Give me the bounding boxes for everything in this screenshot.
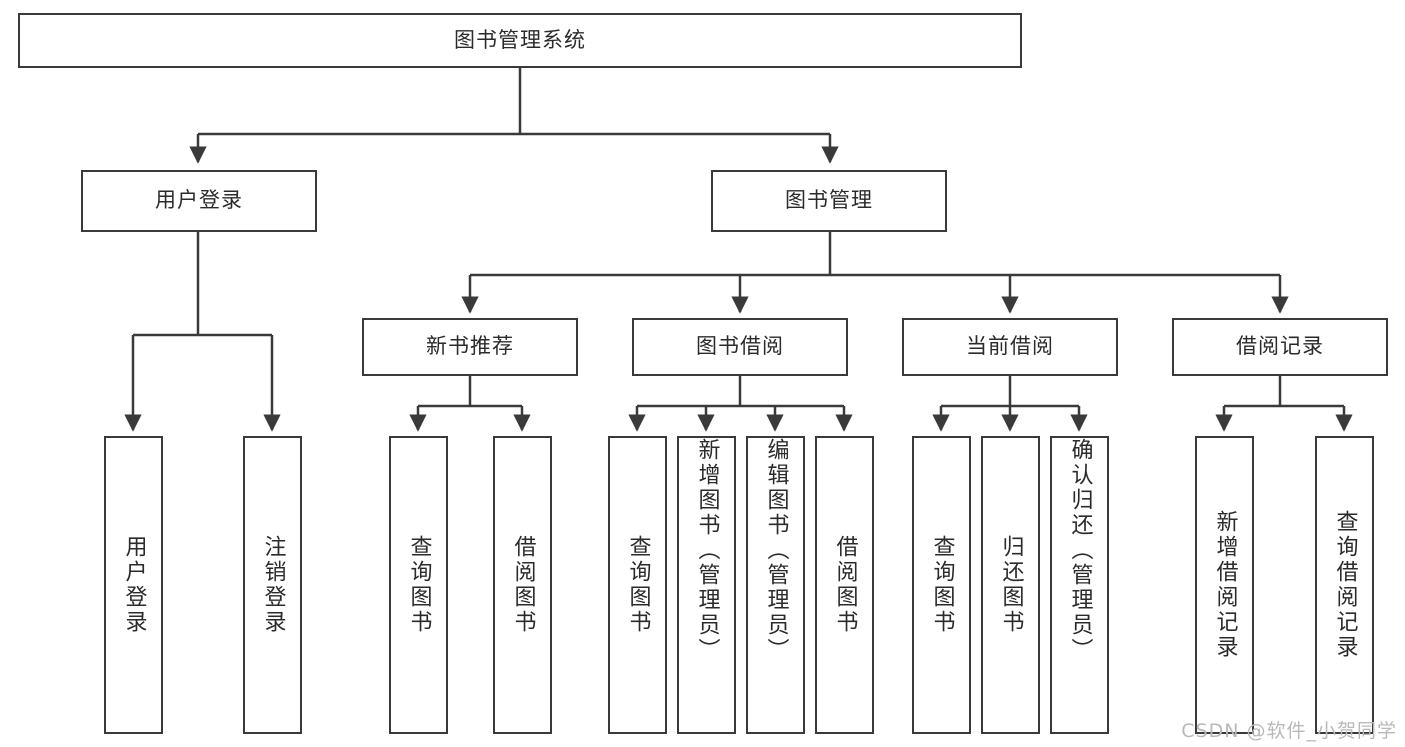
leaf-label: 新增借阅记录 bbox=[1212, 510, 1238, 660]
node-label: 图书管理 bbox=[785, 188, 873, 213]
leaf-borrow-borrow-book[interactable]: 借阅图书 bbox=[815, 436, 874, 734]
leaf-record-query-record[interactable]: 查询借阅记录 bbox=[1315, 436, 1374, 734]
leaf-current-confirm-return[interactable]: 确认归还（管理员） bbox=[1050, 436, 1109, 734]
node-root-system[interactable]: 图书管理系统 bbox=[18, 13, 1022, 68]
leaf-label: 查询图书 bbox=[625, 535, 651, 635]
leaf-label: 查询借阅记录 bbox=[1332, 510, 1358, 660]
node-label: 用户登录 bbox=[155, 188, 243, 213]
leaf-label: 查询图书 bbox=[406, 535, 432, 635]
leaf-recommend-borrow-book[interactable]: 借阅图书 bbox=[493, 436, 552, 734]
leaf-label: 新增图书（管理员） bbox=[694, 438, 720, 663]
node-new-book-recommend[interactable]: 新书推荐 bbox=[362, 318, 578, 376]
leaf-label: 注销登录 bbox=[260, 535, 286, 635]
node-book-borrow[interactable]: 图书借阅 bbox=[632, 318, 848, 376]
node-label: 图书管理系统 bbox=[454, 27, 586, 52]
node-label: 当前借阅 bbox=[966, 334, 1054, 359]
csdn-watermark: CSDN @软件_小贺同学 bbox=[1181, 720, 1397, 742]
leaf-record-add-record[interactable]: 新增借阅记录 bbox=[1195, 436, 1254, 734]
node-current-borrow[interactable]: 当前借阅 bbox=[902, 318, 1118, 376]
leaf-current-return-book[interactable]: 归还图书 bbox=[981, 436, 1040, 734]
leaf-borrow-add-book[interactable]: 新增图书（管理员） bbox=[677, 436, 736, 734]
leaf-recommend-query-book[interactable]: 查询图书 bbox=[389, 436, 448, 734]
leaf-label: 查询图书 bbox=[929, 535, 955, 635]
node-label: 借阅记录 bbox=[1236, 334, 1324, 359]
node-borrow-record[interactable]: 借阅记录 bbox=[1172, 318, 1388, 376]
leaf-current-query-book[interactable]: 查询图书 bbox=[912, 436, 971, 734]
leaf-label: 确认归还（管理员） bbox=[1067, 438, 1093, 663]
node-label: 新书推荐 bbox=[426, 334, 514, 359]
leaf-user-login-logout[interactable]: 注销登录 bbox=[243, 436, 302, 734]
leaf-label: 归还图书 bbox=[998, 535, 1024, 635]
node-label: 图书借阅 bbox=[696, 334, 784, 359]
leaf-label: 用户登录 bbox=[121, 535, 147, 635]
leaf-borrow-query-book[interactable]: 查询图书 bbox=[608, 436, 667, 734]
leaf-borrow-edit-book[interactable]: 编辑图书（管理员） bbox=[746, 436, 805, 734]
leaf-label: 借阅图书 bbox=[510, 535, 536, 635]
node-user-login[interactable]: 用户登录 bbox=[81, 170, 317, 232]
leaf-label: 借阅图书 bbox=[832, 535, 858, 635]
node-book-management[interactable]: 图书管理 bbox=[711, 170, 947, 232]
leaf-user-login-login[interactable]: 用户登录 bbox=[104, 436, 163, 734]
leaf-label: 编辑图书（管理员） bbox=[763, 438, 789, 663]
